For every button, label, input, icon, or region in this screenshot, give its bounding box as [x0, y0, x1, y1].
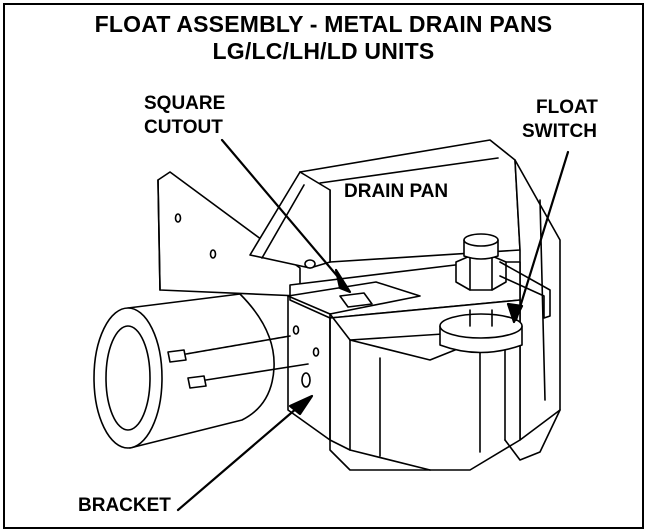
screws	[167, 335, 309, 389]
label-float-switch-line2: SWITCH	[522, 121, 597, 142]
square-cutout	[339, 292, 373, 308]
float-switch	[439, 233, 551, 354]
leader-arrows	[176, 138, 570, 512]
label-bracket: BRACKET	[78, 495, 171, 516]
diagram-title-line1: FLOAT ASSEMBLY - METAL DRAIN PANS	[94, 11, 553, 37]
diagram-title-line2: LG/LC/LH/LD UNITS	[212, 38, 435, 64]
mounting-plate	[157, 171, 301, 297]
label-float-switch-line1: FLOAT	[536, 97, 598, 118]
label-square-cutout-line1: SQUARE	[144, 93, 226, 114]
label-square-cutout-line2: CUTOUT	[144, 117, 223, 138]
diagram-frame	[3, 3, 644, 529]
cylinder	[93, 293, 275, 449]
label-drain-pan: DRAIN PAN	[344, 181, 449, 202]
